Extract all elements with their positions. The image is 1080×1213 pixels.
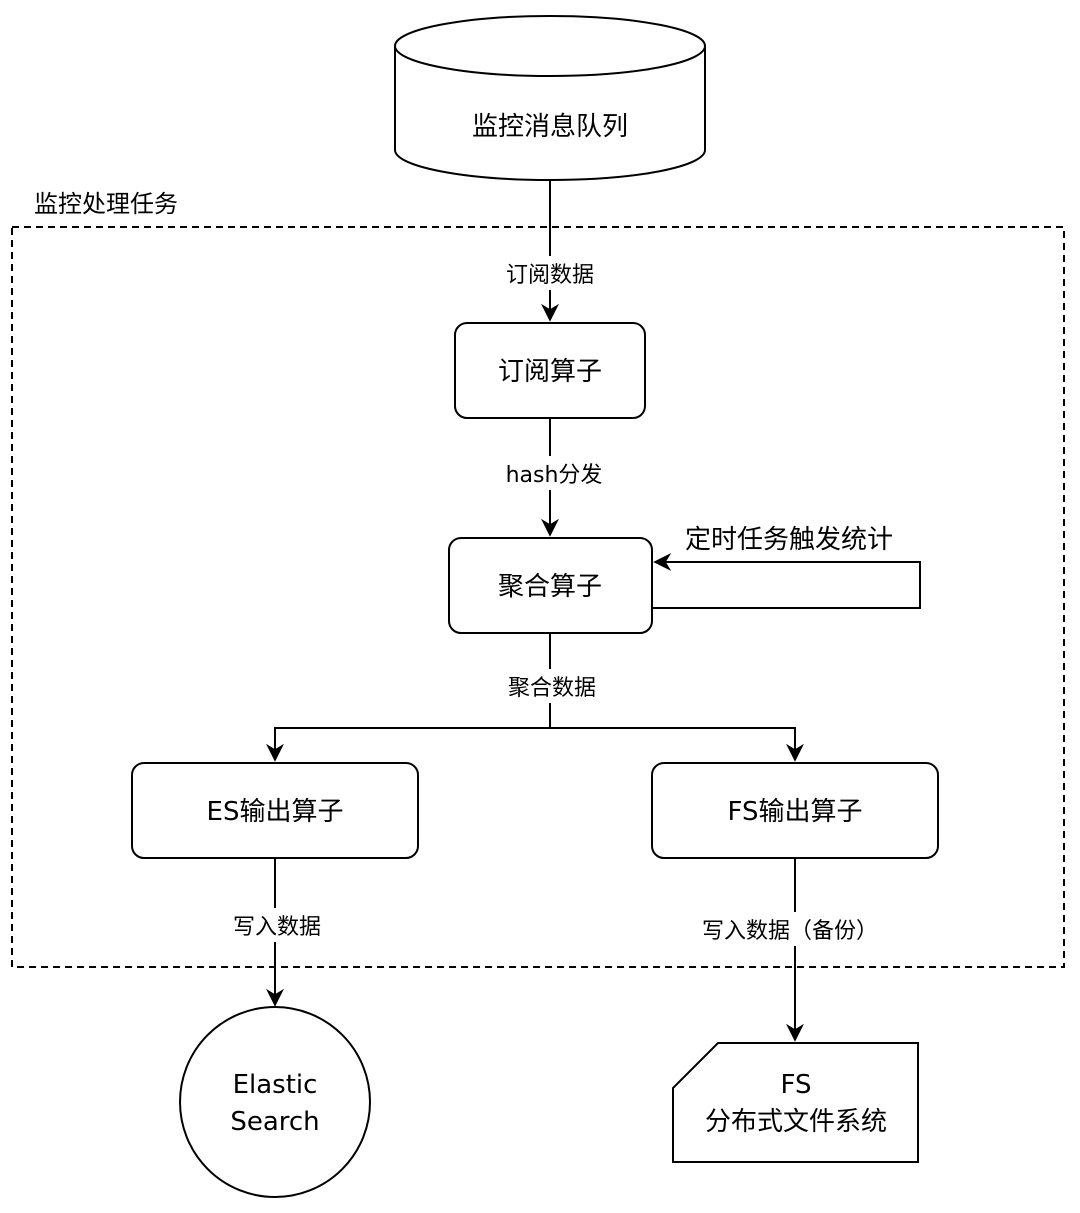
aggregate-operator-label: 聚合算子	[498, 572, 602, 602]
es-output-operator-label: ES输出算子	[207, 797, 344, 827]
edge-label-hash-dispatch: hash分发	[506, 463, 603, 488]
subscribe-operator-label: 订阅算子	[498, 357, 602, 387]
edge-label-write-backup: 写入数据（备份）	[702, 919, 878, 944]
fs-filesystem-node	[672, 1042, 919, 1163]
fs-output-operator-label: FS输出算子	[727, 797, 862, 827]
message-queue-label: 监控消息队列	[472, 112, 628, 142]
edge-to-es-output	[266, 727, 550, 762]
processing-task-container	[11, 226, 1065, 968]
edge-label-aggregate-data: 聚合数据	[508, 676, 596, 701]
edge-label-subscribe-data: 订阅数据	[506, 263, 594, 288]
elastic-search-node	[179, 1006, 371, 1198]
elastic-search-label-line2: Search	[230, 1107, 319, 1137]
edge-to-fs-output	[550, 727, 804, 762]
container-title: 监控处理任务	[34, 190, 178, 218]
edge-aggregate-self-loop	[652, 553, 921, 609]
edge-label-timer-stats: 定时任务触发统计	[685, 525, 893, 555]
fs-filesystem-label-line2: 分布式文件系统	[705, 1107, 887, 1137]
message-queue-node	[394, 15, 706, 181]
elastic-search-label-line1: Elastic	[233, 1070, 318, 1100]
edge-label-write-data: 写入数据	[233, 915, 321, 940]
fs-filesystem-label-line1: FS	[780, 1070, 811, 1100]
